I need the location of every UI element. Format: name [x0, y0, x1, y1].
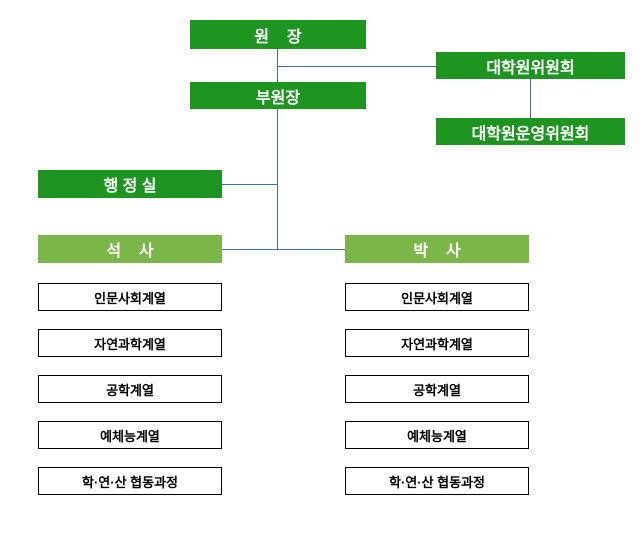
connector-vicedirector-degrees	[277, 109, 278, 249]
doctorate-program-cooperative: 학·연·산 협동과정	[345, 467, 529, 495]
doctorate-program-arts-physical: 예체능계열	[345, 421, 529, 449]
masters-program-natural-sciences: 자연과학계열	[38, 329, 222, 357]
masters-program-humanities-social: 인문사회계열	[38, 283, 222, 311]
node-director: 원 장	[190, 20, 366, 49]
node-admin-office: 행 정 실	[38, 170, 222, 198]
doctorate-program-natural-sciences: 자연과학계열	[345, 329, 529, 357]
masters-program-cooperative: 학·연·산 협동과정	[38, 467, 222, 495]
connector-adminoffice-trunk	[222, 184, 277, 185]
connector-masters-doctorate	[222, 249, 345, 250]
doctorate-program-humanities-social: 인문사회계열	[345, 283, 529, 311]
node-graduate-committee: 대학원위원회	[436, 52, 625, 79]
node-masters: 석 사	[38, 235, 222, 263]
masters-program-arts-physical: 예체능계열	[38, 421, 222, 449]
node-doctorate: 박 사	[345, 235, 529, 263]
node-operating-committee: 대학원운영위원회	[436, 118, 625, 145]
connector-director-committee	[277, 66, 436, 67]
doctorate-program-engineering: 공학계열	[345, 375, 529, 403]
node-vice-director: 부원장	[190, 82, 366, 109]
connector-director-vicedirector	[277, 49, 278, 82]
masters-program-engineering: 공학계열	[38, 375, 222, 403]
connector-committee-operating	[530, 79, 531, 118]
